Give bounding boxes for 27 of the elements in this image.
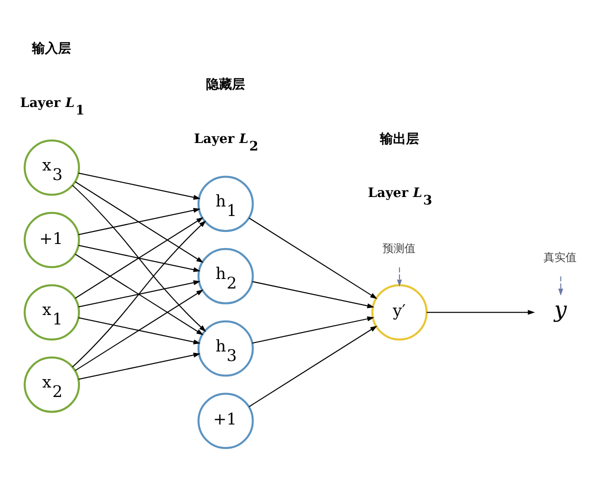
arrow (78, 208, 201, 236)
node-text: 真实值 (544, 250, 577, 264)
arrow (78, 244, 201, 272)
label: 输出层 (380, 132, 419, 147)
arrow (252, 316, 374, 344)
arrow (75, 181, 204, 263)
arrow (78, 352, 201, 380)
node-circle: +1 (198, 392, 254, 449)
arrow (397, 267, 402, 287)
arrow (72, 184, 206, 332)
arrow (78, 317, 201, 344)
label: 隐藏层 (206, 78, 246, 93)
arrow (558, 276, 564, 296)
arrow (75, 217, 204, 299)
node-text: y (554, 296, 567, 323)
arrow (248, 218, 378, 299)
node-circle: +1 (24, 212, 80, 268)
arrow (75, 254, 204, 336)
arrow (75, 290, 204, 371)
arrow (78, 172, 201, 200)
arrow (426, 310, 535, 315)
label: 输入层 (32, 42, 72, 57)
arrow (78, 280, 201, 308)
arrow (72, 220, 206, 368)
node-text: 预测值 (382, 242, 416, 255)
arrow (248, 326, 378, 408)
arrow (252, 281, 374, 308)
